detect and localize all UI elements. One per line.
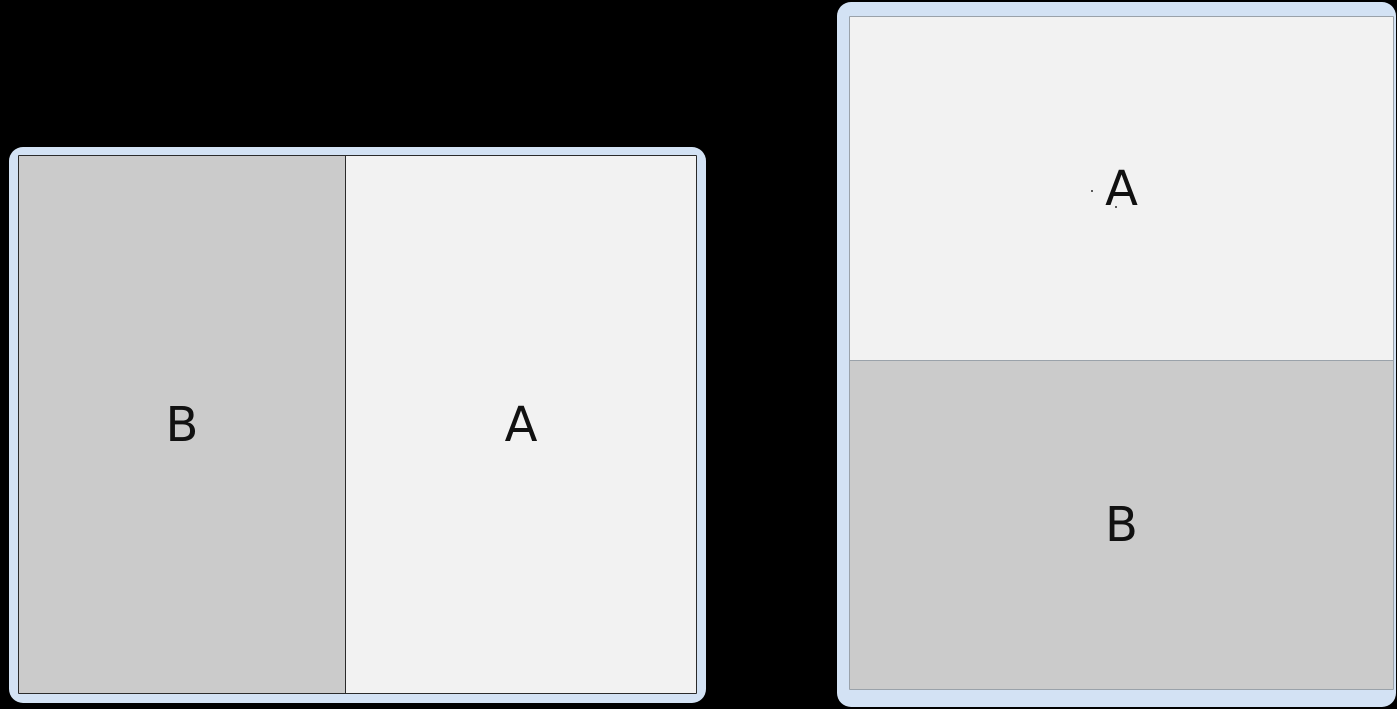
right-window-pane-b[interactable]: B [850, 361, 1393, 689]
left-window-pane-a[interactable]: A [346, 156, 696, 693]
render-artifact-dot [1091, 190, 1093, 192]
pane-label: B [165, 396, 199, 453]
pane-label: A [1105, 160, 1138, 217]
right-window-pane-a[interactable]: A [850, 17, 1393, 361]
render-artifact-dot [1115, 206, 1117, 208]
right-window[interactable]: A B [837, 2, 1396, 707]
left-window[interactable]: B A [9, 147, 706, 703]
left-window-surface: B A [18, 155, 697, 694]
pane-label: A [504, 396, 538, 453]
right-window-surface: A B [849, 16, 1394, 690]
left-window-pane-b[interactable]: B [19, 156, 346, 693]
pane-label: B [1105, 497, 1138, 553]
